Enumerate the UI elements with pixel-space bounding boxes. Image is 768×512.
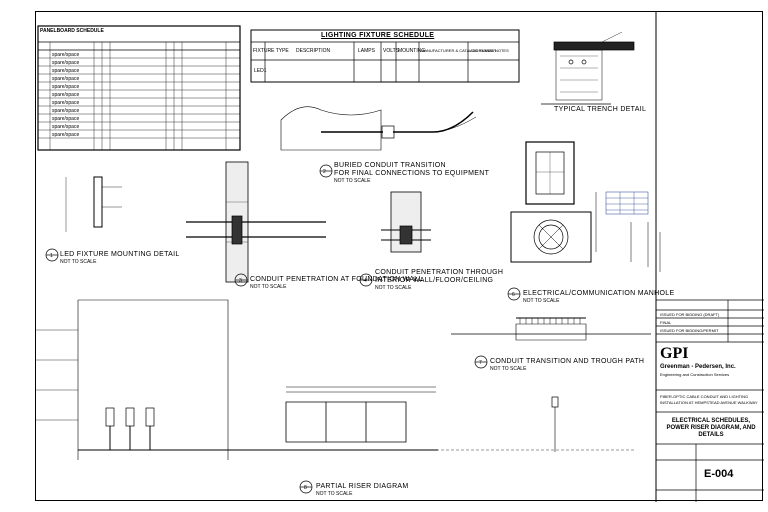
panel-row-label: spare/space xyxy=(52,52,80,58)
panel-row-label: spare/space xyxy=(52,132,80,138)
interior-detail-subtitle: INTERIOR WALL/FLOOR/CEILING xyxy=(375,277,494,284)
lighting-header: MOUNTING xyxy=(398,48,426,54)
lighting-schedule-title: LIGHTING FIXTURE SCHEDULE xyxy=(321,32,435,39)
firm-subtitle: Engineering and Construction Services xyxy=(660,372,730,377)
panel-schedule-title: PANELBOARD SCHEDULE xyxy=(40,28,104,34)
trough-detail-number: 7 xyxy=(479,360,482,366)
buried-detail-subtitle: FOR FINAL CONNECTIONS TO EQUIPMENT xyxy=(334,170,490,177)
led-detail-title: LED FIXTURE MOUNTING DETAIL xyxy=(60,251,180,258)
lighting-row-type: LED1 xyxy=(254,68,267,74)
manhole-detail-number: 6 xyxy=(512,292,515,298)
lighting-header: LAMPS xyxy=(358,48,375,54)
revision-entry: ISSUED FOR BIDDING (DRAFT) xyxy=(660,312,720,317)
lighting-header: DESCRIPTION xyxy=(296,48,331,54)
linework xyxy=(36,12,764,502)
panel-row-label: spare/space xyxy=(52,68,80,74)
led-scale: NOT TO SCALE xyxy=(60,259,97,265)
lighting-header: FIXTURE TYPE xyxy=(253,48,289,54)
revision-entry: ISSUED FOR BIDDING/PERMIT xyxy=(660,328,719,333)
panel-row-label: spare/space xyxy=(52,108,80,114)
lighting-header: MANUFACTURER & CATALOG NUMBER xyxy=(421,48,497,53)
sheet-title: ELECTRICAL SCHEDULES, POWER RISER DIAGRA… xyxy=(666,418,756,438)
interior-detail-title: CONDUIT PENETRATION THROUGH xyxy=(375,269,504,276)
trough-scale: NOT TO SCALE xyxy=(490,366,527,372)
trench-detail-title: TYPICAL TRENCH DETAIL xyxy=(554,106,647,113)
firm-logo: GPI xyxy=(660,345,689,362)
riser-detail-number: 8 xyxy=(304,485,307,491)
panel-row-label: spare/space xyxy=(52,124,80,130)
lighting-header: VOLTS xyxy=(383,48,400,54)
panel-row-label: spare/space xyxy=(52,84,80,90)
led-detail-number: 1 xyxy=(50,253,53,259)
revision-entry: FINAL xyxy=(660,320,672,325)
foundation-detail-title: CONDUIT PENETRATION AT FOUNDATION WALL xyxy=(250,276,423,283)
panel-row-label: spare/space xyxy=(52,100,80,106)
panel-row-label: spare/space xyxy=(52,60,80,66)
riser-detail-title: PARTIAL RISER DIAGRAM xyxy=(316,483,409,490)
foundation-scale: NOT TO SCALE xyxy=(250,284,287,290)
manhole-detail-title: ELECTRICAL/COMMUNICATION MANHOLE xyxy=(523,290,675,297)
panel-row-label: spare/space xyxy=(52,92,80,98)
buried-detail-number: 2 xyxy=(323,169,326,175)
riser-scale: NOT TO SCALE xyxy=(316,491,353,497)
manhole-scale: NOT TO SCALE xyxy=(523,298,560,304)
project-title: FIBER-OPTIC CABLE CONDUIT AND LIGHTING I… xyxy=(660,394,758,405)
trough-detail-title: CONDUIT TRANSITION AND TROUGH PATH xyxy=(490,358,645,365)
interior-scale: NOT TO SCALE xyxy=(375,285,412,291)
firm-name: Greenman - Pedersen, Inc. xyxy=(660,364,736,370)
foundation-detail-number: 3 xyxy=(239,278,242,284)
drawing-sheet: PANELBOARD SCHEDULE spare/space spare/sp… xyxy=(35,11,764,502)
sheet-number: E-004 xyxy=(704,468,734,480)
buried-detail-title: BURIED CONDUIT TRANSITION xyxy=(334,162,446,169)
buried-scale: NOT TO SCALE xyxy=(334,178,371,184)
panel-row-label: spare/space xyxy=(52,116,80,122)
lighting-header: ADDITIONAL NOTES xyxy=(470,48,509,53)
interior-detail-number: 4 xyxy=(364,278,367,284)
panel-row-label: spare/space xyxy=(52,76,80,82)
